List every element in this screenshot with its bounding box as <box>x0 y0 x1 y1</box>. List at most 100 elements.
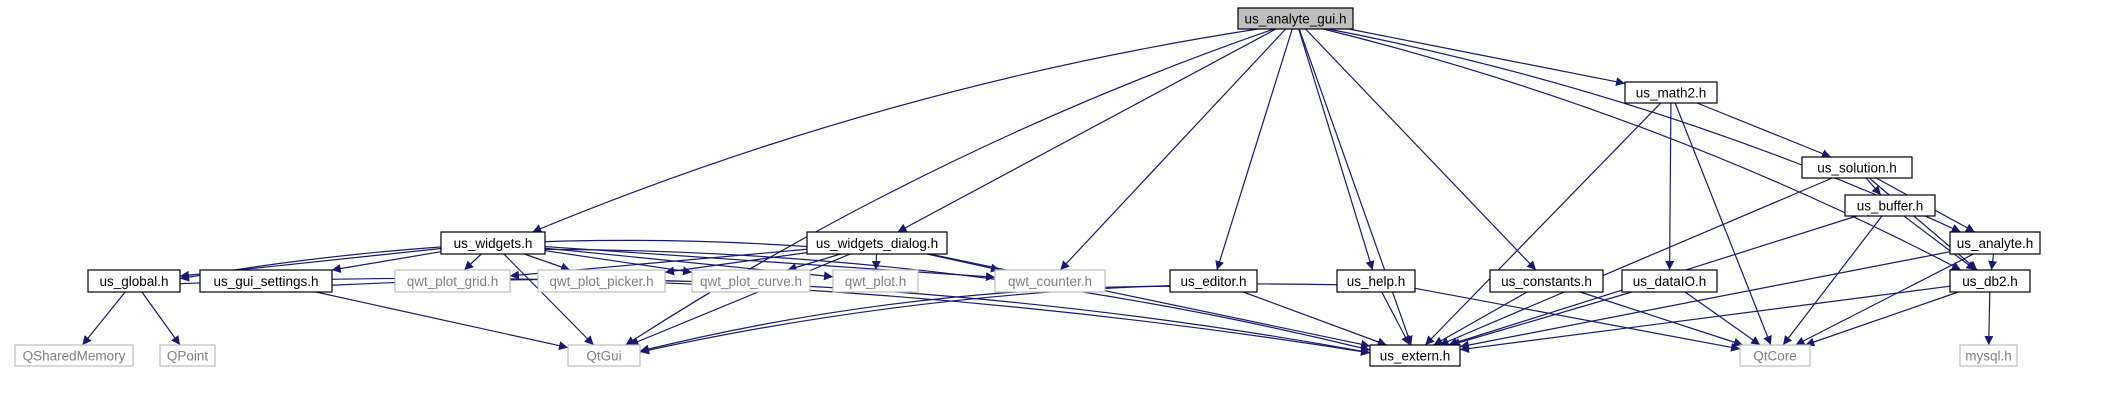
node-us-global[interactable]: us_global.h <box>87 269 181 293</box>
node-us-dataIO[interactable]: us_dataIO.h <box>1621 269 1718 293</box>
node-label: qwt_counter.h <box>1008 274 1092 289</box>
node-label: QtCore <box>1753 349 1797 364</box>
node-us-constants[interactable]: us_constants.h <box>1489 269 1604 293</box>
node-label: us_help.h <box>1347 274 1406 289</box>
node-box <box>832 269 919 293</box>
edge-us_analyte-to-us_db2 <box>1988 253 1998 271</box>
node-qwt-plot-picker: qwt_plot_picker.h <box>537 269 666 293</box>
edge-us_analyte-to-QtCore <box>1795 253 1974 346</box>
edge-us_editor-to-QtGui <box>639 285 1171 354</box>
node-box <box>199 269 333 293</box>
node-us-help[interactable]: us_help.h <box>1336 269 1416 293</box>
node-label: us_widgets_dialog.h <box>816 236 938 251</box>
node-us-buffer[interactable]: us_buffer.h <box>1844 194 1936 217</box>
node-label: us_global.h <box>99 274 168 289</box>
node-label: us_analyte_gui.h <box>1244 12 1346 27</box>
edge-us_analyte_gui-to-us_db2 <box>1323 28 1962 271</box>
edge-us_math2-to-us_solution <box>1696 102 1832 158</box>
nodes-layer: us_analyte_gui.h us_widgets.h us_widgets_d… <box>14 7 2041 367</box>
node-QtCore: QtCore <box>1739 344 1811 367</box>
node-box <box>567 344 641 367</box>
node-us-db2[interactable]: us_db2.h <box>1949 269 2031 293</box>
edge-us_global-to-QPoint <box>141 291 181 346</box>
node-label: us_constants.h <box>1501 274 1592 289</box>
node-label: us_db2.h <box>1962 274 2018 289</box>
edge-us_editor-to-us_extern <box>1243 291 1387 347</box>
edge-us_global-to-QSharedMemory <box>81 291 126 346</box>
node-box <box>1621 269 1718 293</box>
node-us-editor[interactable]: us_editor.h <box>1169 269 1258 293</box>
edge-us_widgets_dialog-to-qwt_counter <box>926 253 1001 273</box>
node-label: us_gui_settings.h <box>213 274 318 289</box>
edge-us_dataIO-to-us_extern <box>1450 291 1633 347</box>
node-us-widgets-dialog[interactable]: us_widgets_dialog.h <box>806 231 948 255</box>
node-QtGui: QtGui <box>567 344 641 367</box>
edge-us_widgets-to-qwt_counter <box>544 245 996 282</box>
node-label: qwt_plot_picker.h <box>549 274 653 289</box>
edge-us_solution-to-us_extern <box>1439 177 1833 346</box>
edge-us_widgets_dialog-to-us_extern <box>929 253 1371 349</box>
node-box <box>537 269 666 293</box>
node-label: us_dataIO.h <box>1633 274 1707 289</box>
node-us-analyte-gui[interactable]: us_analyte_gui.h <box>1237 7 1354 30</box>
edge-us_analyte_gui-to-us_math2 <box>1348 28 1626 87</box>
node-box <box>1336 269 1416 293</box>
edge-us_buffer-to-us_db2 <box>1903 215 1976 271</box>
edge-us_math2-to-us_dataIO <box>1665 102 1675 271</box>
node-us-extern[interactable]: us_extern.h <box>1369 344 1461 367</box>
node-label: us_extern.h <box>1380 349 1451 364</box>
node-label: QtGui <box>586 349 621 364</box>
node-label: QPoint <box>167 349 209 364</box>
edges-layer <box>81 28 1998 356</box>
node-us-analyte[interactable]: us_analyte.h <box>1949 231 2041 255</box>
edge-us_solution-to-us_db2 <box>1868 177 1978 271</box>
node-box <box>1949 231 2041 255</box>
edge-us_widgets_dialog-to-qwt_plot_curve <box>787 253 841 272</box>
node-box <box>1801 156 1913 179</box>
node-mysql: mysql.h <box>1959 344 2018 367</box>
edge-us_analyte-to-us_extern <box>1459 251 1951 350</box>
edge-us_widgets-to-qwt_plot_grid <box>463 253 482 271</box>
edge-us_widgets-to-qwt_plot_picker <box>524 253 571 272</box>
node-QPoint: QPoint <box>159 344 216 367</box>
node-box <box>1959 344 2018 367</box>
node-us-widgets[interactable]: us_widgets.h <box>440 231 546 255</box>
edge-us_widgets_dialog-to-qwt_plot_picker <box>664 252 808 276</box>
node-qwt-counter: qwt_counter.h <box>994 269 1106 293</box>
node-box <box>1624 81 1718 104</box>
edge-us_analyte_gui-to-us_help <box>1298 28 1375 271</box>
edge-us_widgets-to-QtGui <box>503 253 595 346</box>
node-us-math2[interactable]: us_math2.h <box>1624 81 1718 104</box>
edge-us_widgets-to-us_gui_settings <box>331 251 442 273</box>
edge-us_buffer-to-QtCore <box>1782 215 1883 346</box>
node-label: us_math2.h <box>1636 86 1707 101</box>
edge-us_widgets_dialog-to-qwt_plot <box>871 253 881 271</box>
node-label: mysql.h <box>1965 349 2012 364</box>
node-us-solution[interactable]: us_solution.h <box>1801 156 1913 179</box>
node-box <box>1489 269 1604 293</box>
node-label: us_solution.h <box>1817 161 1897 176</box>
edge-us_gui_settings-to-QtGui <box>315 291 569 351</box>
edge-us_widgets_dialog-to-QtGui <box>629 253 851 346</box>
node-label: qwt_plot.h <box>845 274 907 289</box>
edge-us_math2-to-us_extern <box>1424 102 1662 346</box>
node-us-gui-settings[interactable]: us_gui_settings.h <box>199 269 333 293</box>
edge-us_constants-to-us_extern <box>1433 291 1528 346</box>
edge-us_db2-to-QtCore <box>1805 291 1959 347</box>
node-box <box>1949 269 2031 293</box>
node-label: us_editor.h <box>1180 274 1246 289</box>
node-label: qwt_plot_curve.h <box>700 274 802 289</box>
node-QSharedMemory: QSharedMemory <box>14 344 134 367</box>
node-box <box>14 344 134 367</box>
node-box <box>806 231 948 255</box>
node-label: us_buffer.h <box>1857 199 1924 214</box>
node-label: qwt_plot_grid.h <box>407 274 499 289</box>
edge-us_analyte_gui-to-us_editor <box>1215 28 1293 271</box>
edge-us_help-to-QtCore <box>1414 287 1741 352</box>
node-label: us_widgets.h <box>454 236 533 251</box>
node-box <box>87 269 181 293</box>
node-qwt-plot: qwt_plot.h <box>832 269 919 293</box>
node-box <box>994 269 1106 293</box>
node-qwt-plot-curve: qwt_plot_curve.h <box>691 269 811 293</box>
